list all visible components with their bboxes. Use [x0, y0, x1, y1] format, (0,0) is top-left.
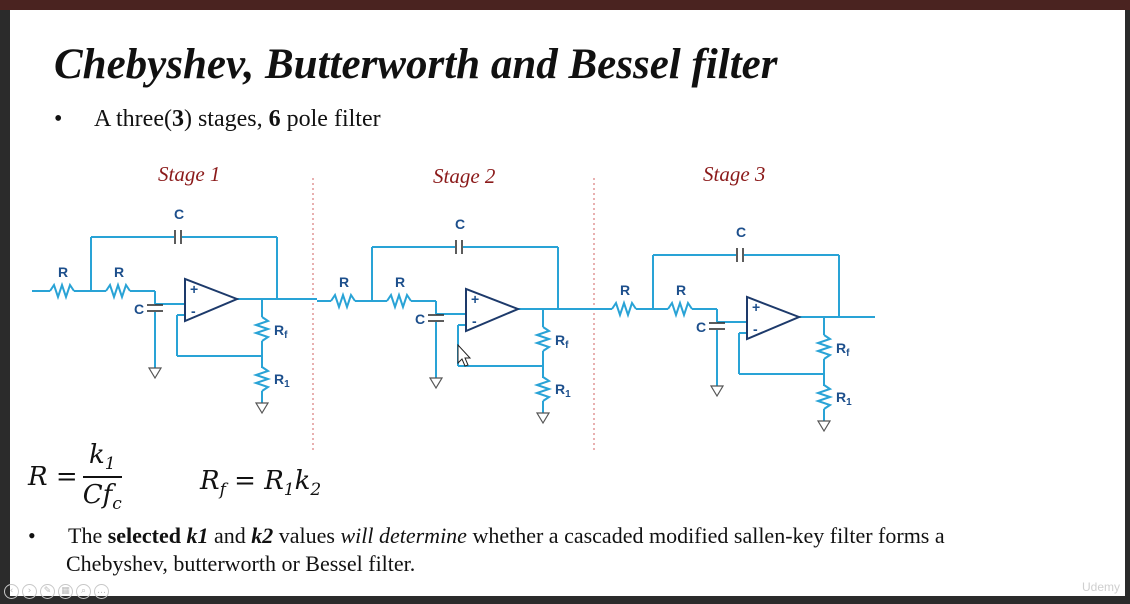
equation-rf: Rf = R1k2 [200, 466, 322, 501]
stage-1-circuit: + - R R C C Rf R1 [32, 206, 317, 415]
next-icon[interactable]: › [22, 584, 37, 599]
stage-3-label: Stage 3 [703, 162, 766, 186]
slides-icon[interactable]: ▦ [58, 584, 73, 599]
svg-text:-: - [472, 313, 477, 329]
svg-text:+: + [752, 299, 760, 315]
svg-text:+: + [190, 281, 198, 297]
more-icon[interactable]: … [94, 584, 109, 599]
stage-1-label: Stage 1 [158, 162, 221, 186]
svg-text:R: R [339, 274, 349, 290]
slide-toolbar[interactable]: ‹ › ✎ ▦ ⌕ … [4, 584, 109, 600]
svg-text:R: R [58, 264, 68, 280]
svg-text:-: - [191, 303, 196, 319]
svg-text:Rf: Rf [274, 322, 288, 341]
bullet-symbol: • [54, 106, 63, 132]
svg-text:-: - [753, 321, 758, 337]
svg-text:+: + [471, 291, 479, 307]
circuit-diagram: + - R R C C Rf R1 [32, 178, 875, 452]
svg-text:R1: R1 [274, 371, 290, 390]
equation-r: R = k1 Cfc [28, 440, 122, 515]
svg-text:R: R [395, 274, 405, 290]
svg-text:C: C [696, 319, 706, 335]
watermark: Udemy [1081, 580, 1120, 594]
svg-text:R: R [620, 282, 630, 298]
cursor-icon [457, 343, 472, 367]
stage-2-circuit: + - R R C C Rf R1 [317, 216, 603, 425]
svg-text:Rf: Rf [555, 332, 569, 351]
svg-text:Rf: Rf [836, 340, 850, 359]
slide: Chebyshev, Butterworth and Bessel filter… [10, 10, 1125, 596]
svg-text:C: C [174, 206, 184, 222]
svg-text:C: C [736, 224, 746, 240]
bullet-stages: •A three(3) stages, 6 pole filter [54, 106, 381, 132]
svg-text:R1: R1 [555, 381, 571, 400]
top-bar [0, 0, 1130, 10]
stage-3-circuit: + - R R C C Rf R1 [603, 224, 875, 433]
svg-text:R: R [114, 264, 124, 280]
slide-title: Chebyshev, Butterworth and Bessel filter [54, 41, 778, 88]
zoom-icon[interactable]: ⌕ [76, 584, 91, 599]
svg-text:C: C [455, 216, 465, 232]
prev-icon[interactable]: ‹ [4, 584, 19, 599]
bullet-explanation: •The selected k1 and k2 values will dete… [28, 523, 945, 576]
svg-text:R1: R1 [836, 389, 852, 408]
svg-text:C: C [134, 301, 144, 317]
svg-text:R: R [676, 282, 686, 298]
stage-2-label: Stage 2 [433, 164, 496, 188]
svg-text:C: C [415, 311, 425, 327]
pen-icon[interactable]: ✎ [40, 584, 55, 599]
